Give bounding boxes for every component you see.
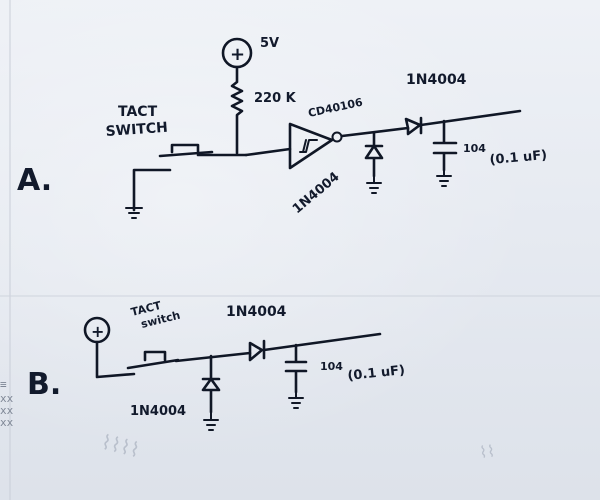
- cap-b-code: 104: [320, 360, 343, 373]
- show-through-writing: ⌇⌇⌇⌇: [99, 430, 143, 463]
- resistor-220k: [230, 65, 244, 155]
- circuit-a-label: A.: [17, 163, 52, 198]
- series-diode-b: [248, 339, 266, 362]
- tact-switch-a: [132, 143, 214, 212]
- ground-symbol-a-diode: [366, 175, 382, 194]
- wire-output-a: [419, 109, 522, 127]
- capacitor-b: [284, 343, 308, 394]
- capacitor-a: [432, 119, 458, 172]
- edge-scribble-1: ≡: [0, 378, 7, 391]
- ground-symbol-b-diode: [203, 411, 219, 431]
- schmitt-inverter-cd40106: [288, 122, 334, 170]
- series-diode-a-label: 1N4004: [406, 72, 467, 88]
- cap-a-code: 104: [463, 142, 486, 155]
- tact-switch-b: [95, 340, 180, 379]
- shunt-diode-a-label: 1N4004: [290, 170, 343, 218]
- wire-node-to-inverter: [244, 147, 292, 157]
- wire-output-b: [262, 332, 382, 352]
- switch-a-label-line2: SWITCH: [105, 120, 168, 140]
- shunt-diode-b-label: 1N4004: [130, 404, 186, 419]
- cap-b-value: (0.1 uF): [347, 363, 406, 384]
- cap-a-value: (0.1 uF): [489, 148, 548, 168]
- circuit-b-label: B.: [27, 367, 61, 402]
- resistor-label: 220 K: [254, 91, 297, 106]
- shunt-diode-b: [201, 354, 221, 414]
- ground-symbol-a-switch: [125, 199, 143, 219]
- supply-plus-sign: +: [230, 44, 245, 65]
- shunt-diode-a: [364, 131, 384, 178]
- supply-b-plus-sign: +: [91, 322, 104, 341]
- inverter-part-label: CD40106: [307, 96, 364, 120]
- inverter-output-bubble: [331, 131, 343, 143]
- series-diode-a: [404, 116, 423, 136]
- edge-scribble-4: xx: [0, 416, 14, 429]
- wire-b-main: [174, 351, 252, 363]
- wire-inverter-output: [340, 126, 410, 138]
- switch-a-label-line1: TACT: [118, 104, 158, 120]
- ground-symbol-a-cap: [436, 169, 452, 187]
- edge-scribble-3: xx: [0, 404, 14, 417]
- ground-symbol-b-cap: [288, 391, 304, 409]
- series-diode-b-label: 1N4004: [226, 304, 287, 320]
- edge-scribble-2: xx: [0, 392, 14, 405]
- supply-voltage-label: 5V: [260, 36, 279, 51]
- circuit-b: B. + TACT switch 1N4004 1N4004 104 (0.1 …: [27, 299, 406, 431]
- schmitt-hysteresis-mark: [299, 139, 318, 153]
- show-through-writing-2: ⌇⌇: [478, 441, 496, 462]
- circuit-a: A. + 5V 220 K TACT SWITCH CD40106 1N4004…: [17, 36, 548, 219]
